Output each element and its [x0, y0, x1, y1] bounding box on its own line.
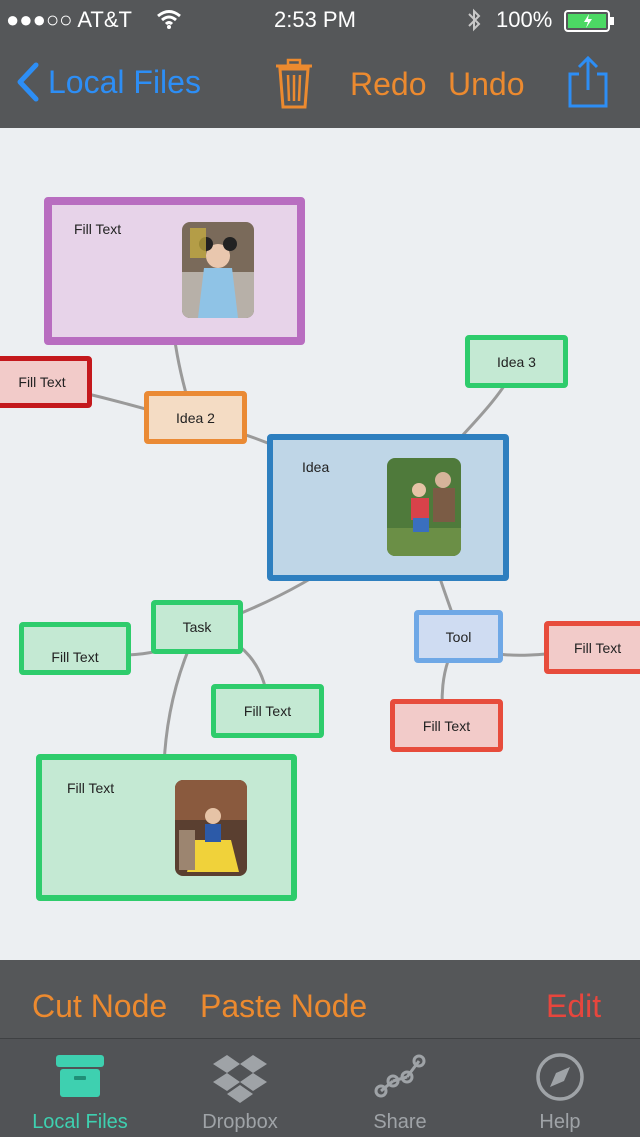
- node-label: Fill Text: [51, 649, 99, 665]
- mind-map-canvas[interactable]: Fill Text Fill Text Idea 2 Idea 3 Idea: [0, 128, 640, 960]
- node-label: Fill Text: [74, 221, 122, 237]
- tab-label: Dropbox: [202, 1111, 278, 1133]
- back-button[interactable]: Local Files: [14, 60, 201, 104]
- node-label: Tool: [445, 628, 472, 645]
- tab-help[interactable]: Help: [480, 1039, 640, 1137]
- node-label: Fill Text: [18, 374, 66, 390]
- node-label: Idea 3: [497, 353, 536, 370]
- node-idea[interactable]: Idea: [267, 434, 509, 581]
- node-task[interactable]: Task: [151, 600, 243, 654]
- node-idea-2[interactable]: Idea 2: [144, 391, 247, 444]
- node-toolbar: Cut Node Paste Node Edit: [0, 960, 640, 1038]
- redo-button[interactable]: Redo: [350, 66, 427, 102]
- chevron-left-icon: [17, 62, 39, 102]
- tab-label: Share: [373, 1111, 427, 1133]
- tab-local-files[interactable]: Local Files: [0, 1039, 160, 1137]
- edit-button[interactable]: Edit: [546, 988, 602, 1024]
- archive-box-icon: [54, 1051, 106, 1106]
- tab-bar: Local Files Dropbox: [0, 1038, 640, 1137]
- node-left-fill-text[interactable]: Fill Text: [0, 356, 92, 408]
- clock: 2:53 PM: [274, 7, 356, 32]
- compass-icon: [534, 1051, 586, 1108]
- wifi-icon: [156, 8, 182, 36]
- tab-label: Local Files: [32, 1111, 128, 1133]
- node-label: Task: [182, 619, 212, 635]
- trash-button[interactable]: [272, 58, 316, 115]
- carrier-label: ●●●○○ AT&T: [6, 7, 132, 32]
- node-photo: [182, 222, 254, 318]
- share-icon: [568, 55, 608, 108]
- node-task-fill-left[interactable]: Fill Text: [19, 622, 131, 675]
- tab-dropbox[interactable]: Dropbox: [160, 1039, 320, 1137]
- bluetooth-icon: [466, 8, 482, 38]
- node-label: Fill Text: [243, 703, 292, 719]
- battery-icon: [564, 10, 616, 38]
- node-label: Idea 2: [176, 409, 215, 426]
- node-idea-3[interactable]: Idea 3: [465, 335, 568, 388]
- nav-bar: Local Files Redo Undo: [0, 40, 640, 128]
- back-button-label: Local Files: [48, 63, 201, 100]
- node-label: Fill Text: [574, 639, 622, 656]
- node-photo: [387, 458, 461, 556]
- tab-share[interactable]: Share: [320, 1039, 480, 1137]
- dropbox-icon: [211, 1051, 269, 1108]
- node-top-fill-text[interactable]: Fill Text: [44, 197, 305, 345]
- paste-node-button[interactable]: Paste Node: [200, 988, 368, 1024]
- node-tool[interactable]: Tool: [414, 610, 503, 663]
- share-nodes-icon: [373, 1051, 427, 1106]
- battery-percent: 100%: [496, 7, 553, 32]
- node-label: Fill Text: [67, 780, 115, 796]
- node-tool-fill-right[interactable]: Fill Text: [544, 621, 640, 674]
- node-label: Idea: [302, 459, 330, 475]
- node-label: Fill Text: [422, 717, 471, 734]
- undo-button[interactable]: Undo: [448, 66, 525, 102]
- cut-node-button[interactable]: Cut Node: [32, 988, 168, 1024]
- trash-icon: [276, 58, 312, 109]
- node-photo: [175, 780, 247, 876]
- node-task-fill-right[interactable]: Fill Text: [211, 684, 324, 738]
- status-bar: ●●●○○ AT&T 2:53 PM 100%: [0, 0, 640, 40]
- share-button[interactable]: [566, 54, 610, 115]
- tab-label: Help: [539, 1111, 581, 1133]
- node-bottom-fill-text[interactable]: Fill Text: [36, 754, 297, 901]
- node-tool-fill-bottom[interactable]: Fill Text: [390, 699, 503, 752]
